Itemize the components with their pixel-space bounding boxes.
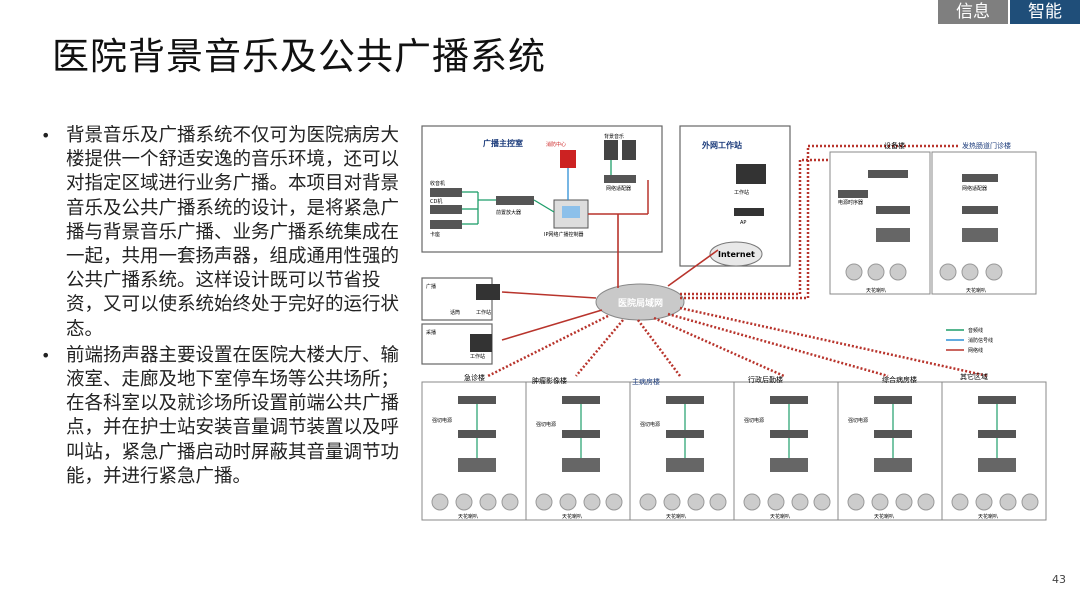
svg-text:网络适配器: 网络适配器	[606, 185, 631, 192]
svg-text:话筒: 话筒	[450, 309, 460, 316]
svg-text:急诊楼: 急诊楼	[464, 373, 485, 382]
svg-text:强切电源: 强切电源	[432, 417, 452, 424]
svg-text:天花喇叭: 天花喇叭	[866, 287, 886, 294]
svg-text:综合病房楼: 综合病房楼	[882, 375, 917, 384]
svg-text:工作站: 工作站	[476, 309, 491, 316]
bullet-dot-icon: •	[41, 345, 51, 365]
svg-text:消防信号线: 消防信号线	[968, 337, 993, 344]
svg-text:IP网络广播控制器: IP网络广播控制器	[544, 231, 584, 238]
bullet-item: •背景音乐及广播系统不仅可为医院病房大楼提供一个舒适安逸的音乐环境，还可以对指定…	[41, 125, 400, 340]
page-title: 医院背景音乐及公共广播系统	[52, 35, 546, 78]
svg-text:天花喇叭: 天花喇叭	[770, 513, 790, 520]
top-building: 设备楼 电源时序器 天花喇叭	[829, 141, 931, 295]
internet-cloud-icon	[709, 241, 763, 267]
control-room-label: 广播主控室	[483, 138, 523, 148]
bottom-buildings: 急诊楼 肿瘤影像楼 主病房楼 行政后勤楼 综合病房楼 其它区域	[421, 372, 1047, 521]
svg-text:天花喇叭: 天花喇叭	[666, 513, 686, 520]
svg-text:主病房楼: 主病房楼	[632, 377, 660, 386]
intelligence-tab: 智能	[1010, 0, 1080, 24]
svg-text:强切电源: 强切电源	[536, 421, 556, 428]
svg-text:强切电源: 强切电源	[848, 417, 868, 424]
source-devices: 收音机 CD机 卡座 前置放大器 IP网络广播控制器 背景音乐 网络适配器 消防…	[430, 133, 636, 238]
svg-text:CD机: CD机	[430, 198, 442, 205]
system-diagram: 广播主控室 收音机 CD机 卡座 前置放大器 IP网络广播控制器 背景音乐 网络…	[421, 125, 1047, 521]
legend: 音频线 消防信号线 网络线	[946, 327, 993, 354]
svg-text:卡座: 卡座	[430, 231, 440, 238]
svg-text:医院局域网: 医院局域网	[618, 297, 663, 309]
svg-text:其它区域: 其它区域	[960, 372, 988, 381]
svg-text:强切电源: 强切电源	[744, 417, 764, 424]
svg-text:消防中心: 消防中心	[546, 141, 566, 148]
remote-station-label: 外网工作站	[702, 140, 742, 150]
svg-text:肿瘤影像楼: 肿瘤影像楼	[532, 376, 567, 385]
bullet-item: •前端扬声器主要设置在医院大楼大厅、输液室、走廊及地下室停车场等公共场所；在各科…	[41, 344, 400, 487]
top-building: 发热肠道门诊楼 网络适配器 天花喇叭	[931, 141, 1037, 295]
svg-text:电源时序器: 电源时序器	[838, 199, 863, 206]
svg-text:天花喇叭: 天花喇叭	[562, 513, 582, 520]
svg-text:AP: AP	[740, 220, 746, 226]
svg-text:音频线: 音频线	[968, 327, 983, 334]
svg-text:天花喇叭: 天花喇叭	[978, 513, 998, 520]
page-number: 43	[1052, 573, 1066, 586]
svg-text:网络线: 网络线	[968, 347, 983, 354]
svg-text:行政后勤楼: 行政后勤楼	[748, 375, 783, 384]
svg-text:网络适配器: 网络适配器	[962, 185, 987, 192]
info-tab: 信息	[938, 0, 1008, 24]
svg-text:收音机: 收音机	[430, 180, 445, 187]
svg-text:天花喇叭: 天花喇叭	[966, 287, 986, 294]
svg-text:天花喇叭: 天花喇叭	[458, 513, 478, 520]
svg-text:设备楼: 设备楼	[884, 141, 905, 150]
svg-text:广播: 广播	[426, 283, 436, 290]
bullet-list: •背景音乐及广播系统不仅可为医院病房大楼提供一个舒适安逸的音乐环境，还可以对指定…	[38, 124, 410, 491]
svg-text:工作站: 工作站	[470, 353, 485, 360]
svg-text:发热肠道门诊楼: 发热肠道门诊楼	[962, 141, 1011, 150]
svg-text:前置放大器: 前置放大器	[496, 209, 521, 216]
hospital-lan-icon	[595, 283, 685, 321]
svg-text:采播: 采播	[426, 329, 436, 336]
svg-text:背景音乐: 背景音乐	[604, 133, 624, 140]
bullet-dot-icon: •	[41, 126, 51, 145]
svg-text:工作站: 工作站	[734, 189, 749, 196]
svg-text:Internet: Internet	[718, 250, 755, 259]
svg-text:强切电源: 强切电源	[640, 421, 660, 428]
svg-text:天花喇叭: 天花喇叭	[874, 513, 894, 520]
